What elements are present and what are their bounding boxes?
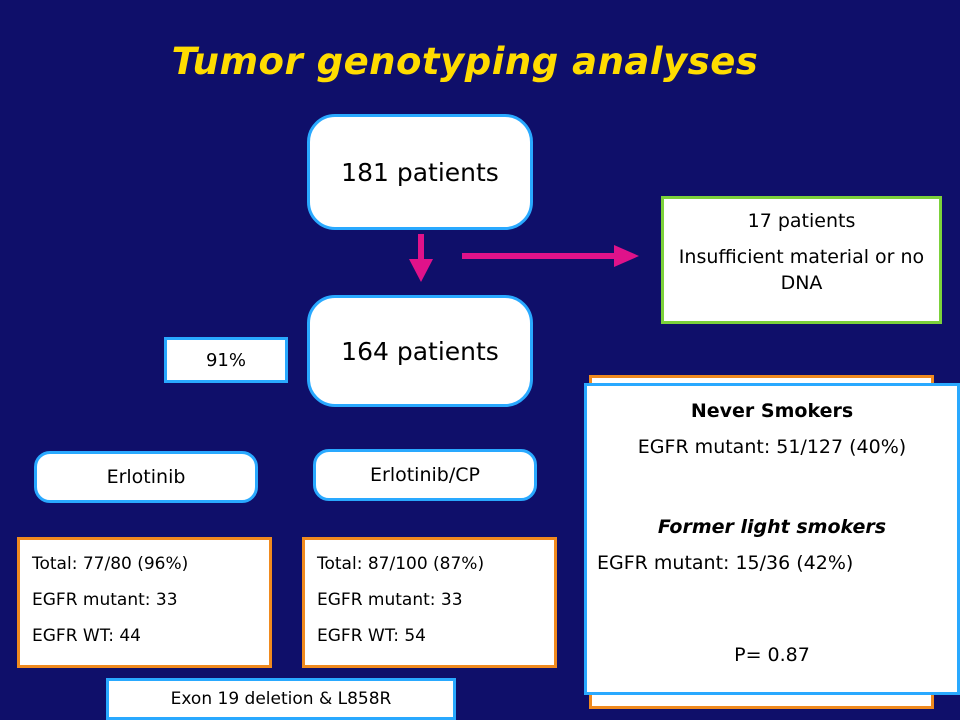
right-arrow-head (614, 245, 639, 267)
excluded-patients-box: 17 patients Insufficient material or no … (661, 196, 942, 324)
genotyped-patients-box: 164 patients (307, 295, 533, 407)
former-smokers-title: Former light smokers (657, 516, 887, 538)
never-smokers-result: EGFR mutant: 51/127 (40%) (637, 436, 907, 458)
erlotinib-stats-box: Total: 77/80 (96%) EGFR mutant: 33 EGFR … (17, 537, 272, 668)
erlotinib-cp-wt: EGFR WT: 54 (317, 626, 426, 646)
down-arrow-head (409, 259, 433, 282)
erlotinib-wt: EGFR WT: 44 (32, 626, 141, 646)
erlotinib-total: Total: 77/80 (96%) (32, 554, 189, 574)
exon-note-label: Exon 19 deletion & L858R (170, 689, 392, 709)
former-smokers-result: EGFR mutant: 15/36 (42%) (597, 552, 854, 574)
erlotinib-arm-label: Erlotinib (106, 466, 186, 488)
percent-box: 91% (164, 337, 288, 383)
erlotinib-cp-arm-label: Erlotinib/CP (370, 464, 480, 486)
genotyped-patients-label: 164 patients (341, 336, 499, 366)
exon-note-box: Exon 19 deletion & L858R (106, 678, 456, 720)
percent-value: 91% (205, 349, 246, 371)
total-patients-box: 181 patients (307, 114, 533, 230)
erlotinib-arm-box: Erlotinib (34, 451, 258, 503)
slide-title: Tumor genotyping analyses (171, 40, 759, 83)
erlotinib-cp-stats-box: Total: 87/100 (87%) EGFR mutant: 33 EGFR… (302, 537, 557, 668)
excluded-count: 17 patients (747, 210, 856, 232)
erlotinib-cp-arm-box: Erlotinib/CP (313, 449, 537, 501)
erlotinib-cp-mutant: EGFR mutant: 33 (317, 590, 463, 610)
total-patients-label: 181 patients (341, 157, 499, 187)
erlotinib-cp-total: Total: 87/100 (87%) (317, 554, 485, 574)
excluded-reason: Insufficient material or no DNA (678, 246, 925, 294)
p-value: P= 0.87 (734, 644, 810, 666)
smokers-box: Never Smokers EGFR mutant: 51/127 (40%) … (584, 383, 960, 695)
erlotinib-mutant: EGFR mutant: 33 (32, 590, 178, 610)
never-smokers-title: Never Smokers (690, 400, 854, 422)
